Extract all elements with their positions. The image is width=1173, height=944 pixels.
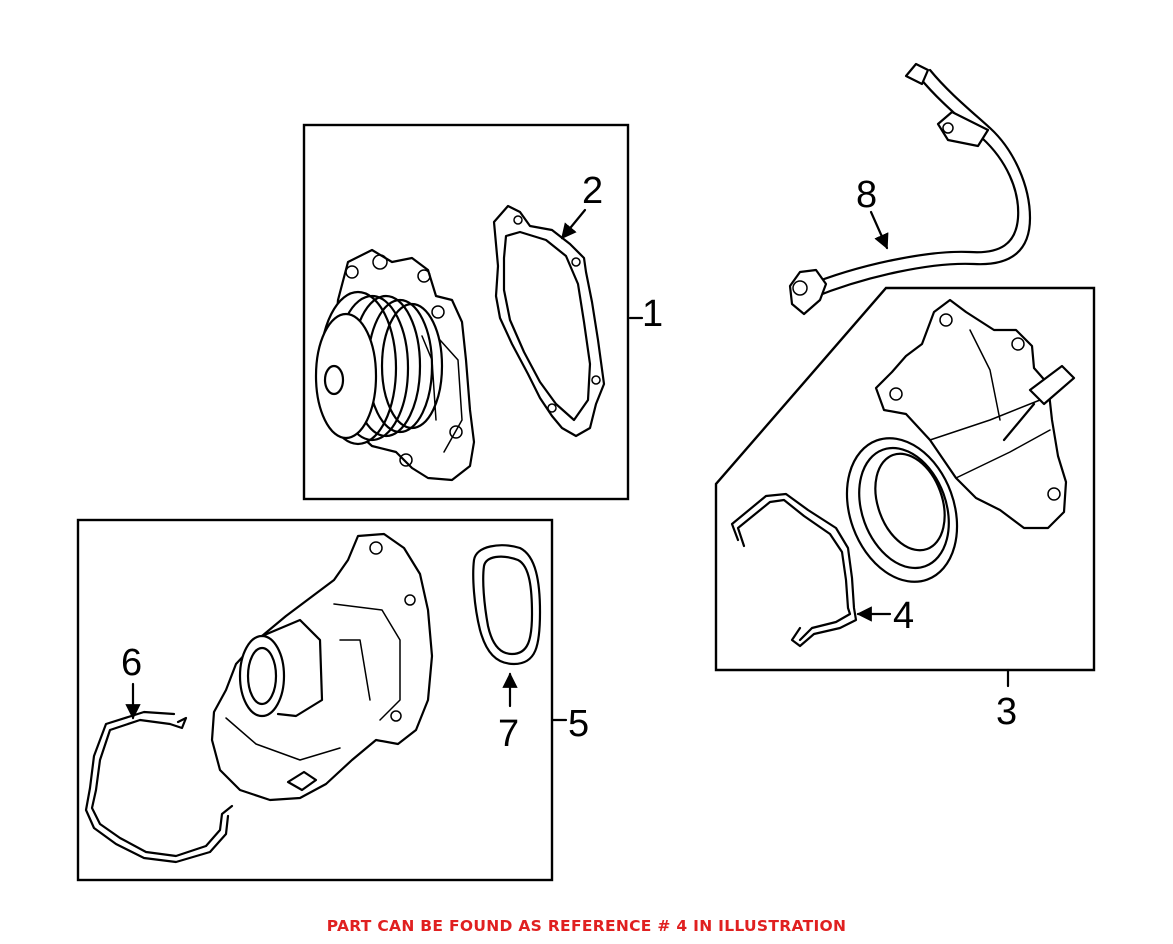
group-box-3 bbox=[714, 286, 1096, 672]
callout-4: 4 bbox=[893, 595, 914, 637]
retaining-clip-icon[interactable] bbox=[730, 492, 858, 648]
arrow-icon bbox=[869, 210, 889, 250]
callout-5: 5 bbox=[568, 703, 589, 745]
pipe-icon[interactable] bbox=[788, 62, 1032, 316]
outlet-housing-icon[interactable] bbox=[210, 532, 434, 802]
gasket-icon[interactable] bbox=[492, 204, 606, 438]
group-box-5 bbox=[76, 518, 554, 882]
callout-1: 1 bbox=[642, 293, 663, 335]
arrow-icon bbox=[560, 208, 587, 240]
callout-8: 8 bbox=[856, 174, 877, 216]
group-box-1 bbox=[302, 123, 630, 501]
thermostat-housing-icon[interactable] bbox=[828, 298, 1076, 597]
callout-6: 6 bbox=[121, 642, 142, 684]
seal-ring-icon[interactable] bbox=[472, 544, 542, 666]
callout-2: 2 bbox=[582, 170, 603, 212]
callout-3: 3 bbox=[996, 691, 1017, 733]
reference-caption: PART CAN BE FOUND AS REFERENCE # 4 IN IL… bbox=[326, 917, 847, 935]
retaining-wire-icon[interactable] bbox=[84, 710, 234, 864]
water-pump-icon[interactable] bbox=[314, 248, 476, 482]
callout-7: 7 bbox=[498, 713, 519, 755]
